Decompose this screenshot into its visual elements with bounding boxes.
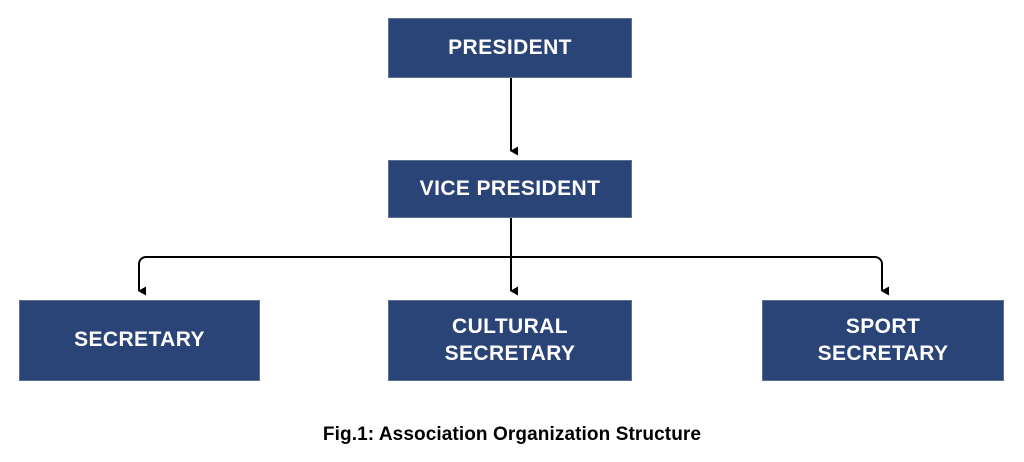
org-node-sport-secretary-label: SPORT SECRETARY [817, 314, 949, 365]
edge-vice-president-to-sport-secretary [511, 256, 889, 296]
org-node-cultural-secretary-label: CULTURAL SECRETARY [444, 314, 576, 365]
org-node-vice-president[interactable]: VICE PRESIDENT [388, 160, 632, 218]
org-node-president-label: PRESIDENT [448, 35, 572, 59]
org-node-secretary-label: SECRETARY [74, 328, 205, 352]
org-node-president[interactable]: PRESIDENT [388, 18, 632, 78]
org-node-vice-president-label: VICE PRESIDENT [419, 176, 601, 200]
org-node-sport-secretary[interactable]: SPORT SECRETARY [762, 300, 1004, 381]
org-node-cultural-secretary[interactable]: CULTURAL SECRETARY [388, 300, 632, 381]
org-node-secretary[interactable]: SECRETARY [19, 300, 260, 381]
figure-caption: Fig.1: Association Organization Structur… [322, 424, 702, 445]
edge-vice-president-to-secretary [138, 256, 511, 296]
